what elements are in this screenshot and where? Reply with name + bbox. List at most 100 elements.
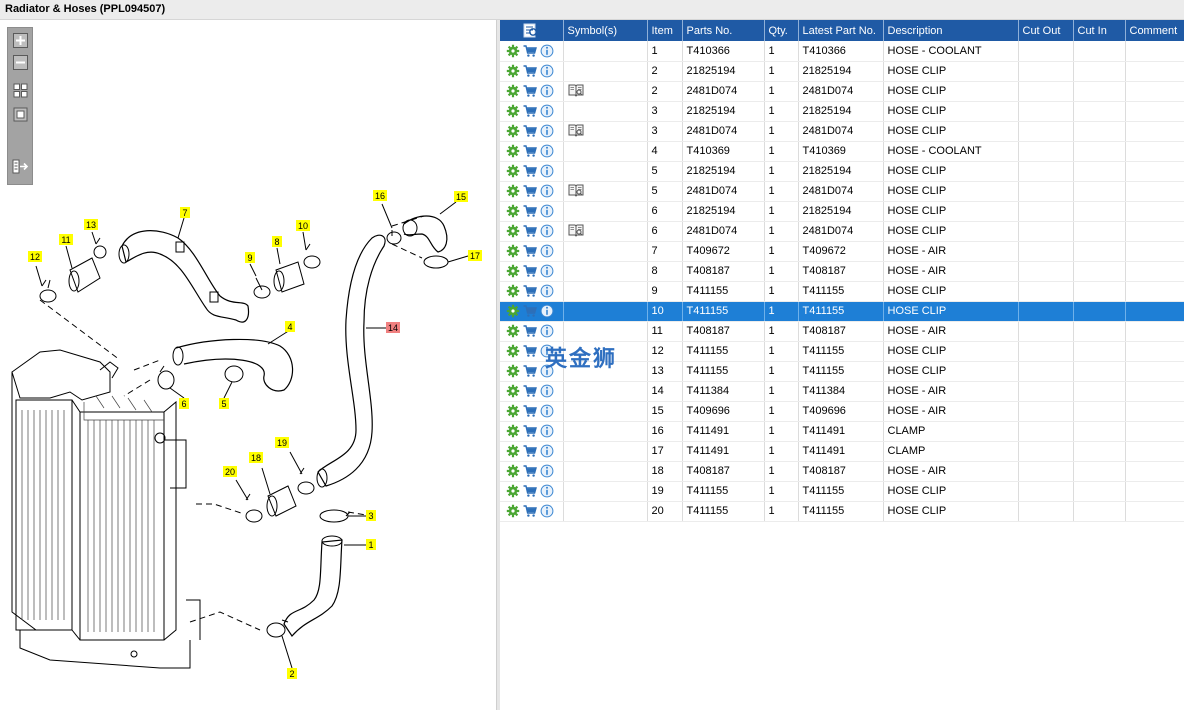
book-icon[interactable] — [568, 183, 584, 197]
callout-15[interactable]: 15 — [439, 191, 468, 215]
gear-icon[interactable] — [506, 324, 520, 338]
cart-icon[interactable] — [523, 464, 537, 478]
cart-icon[interactable] — [523, 504, 537, 518]
gear-icon[interactable] — [506, 304, 520, 318]
gear-icon[interactable] — [506, 84, 520, 98]
gear-icon[interactable] — [506, 344, 520, 358]
gear-icon[interactable] — [506, 504, 520, 518]
callout-10[interactable]: 10 — [296, 220, 310, 251]
cart-icon[interactable] — [523, 224, 537, 238]
column-latest-part-no[interactable]: Latest Part No. — [798, 20, 884, 41]
cart-icon[interactable] — [523, 44, 537, 58]
callout-19[interactable]: 19 — [275, 437, 303, 475]
gear-icon[interactable] — [506, 404, 520, 418]
gear-icon[interactable] — [506, 364, 520, 378]
gear-icon[interactable] — [506, 104, 520, 118]
callout-13[interactable]: 13 — [84, 219, 98, 245]
info-icon[interactable] — [540, 504, 554, 518]
column-cut-in[interactable]: Cut In — [1073, 20, 1126, 41]
cart-icon[interactable] — [523, 324, 537, 338]
gear-icon[interactable] — [506, 204, 520, 218]
callout-6[interactable]: 6 — [169, 387, 189, 409]
callout-1[interactable]: 1 — [344, 539, 376, 550]
info-icon[interactable] — [540, 204, 554, 218]
search-list-icon[interactable] — [523, 23, 539, 38]
info-icon[interactable] — [540, 444, 554, 458]
info-icon[interactable] — [540, 124, 554, 138]
export-button[interactable] — [12, 158, 29, 175]
cart-icon[interactable] — [523, 144, 537, 158]
column-comment[interactable]: Comment — [1125, 20, 1184, 41]
cart-icon[interactable] — [523, 364, 537, 378]
column-description[interactable]: Description — [883, 20, 1019, 41]
info-icon[interactable] — [540, 64, 554, 78]
cart-icon[interactable] — [523, 424, 537, 438]
info-icon[interactable] — [540, 464, 554, 478]
fit-all-button[interactable] — [12, 82, 29, 99]
cart-icon[interactable] — [523, 184, 537, 198]
callout-7[interactable]: 7 — [177, 207, 190, 239]
info-icon[interactable] — [540, 304, 554, 318]
gear-icon[interactable] — [506, 224, 520, 238]
callout-8[interactable]: 8 — [272, 236, 282, 265]
info-icon[interactable] — [540, 404, 554, 418]
info-icon[interactable] — [540, 324, 554, 338]
cart-icon[interactable] — [523, 244, 537, 258]
pane-splitter[interactable] — [496, 20, 500, 710]
info-icon[interactable] — [540, 244, 554, 258]
gear-icon[interactable] — [506, 44, 520, 58]
callout-4[interactable]: 4 — [267, 321, 295, 345]
gear-icon[interactable] — [506, 144, 520, 158]
info-icon[interactable] — [540, 224, 554, 238]
cart-icon[interactable] — [523, 264, 537, 278]
info-icon[interactable] — [540, 84, 554, 98]
cart-icon[interactable] — [523, 204, 537, 218]
callout-11[interactable]: 11 — [59, 234, 73, 269]
callout-20[interactable]: 20 — [223, 466, 249, 501]
callout-16[interactable]: 16 — [373, 190, 393, 229]
zoom-out-button[interactable] — [12, 54, 29, 71]
cart-icon[interactable] — [523, 344, 537, 358]
cart-icon[interactable] — [523, 124, 537, 138]
callout-5[interactable]: 5 — [219, 381, 233, 409]
gear-icon[interactable] — [506, 484, 520, 498]
info-icon[interactable] — [540, 164, 554, 178]
actual-size-button[interactable] — [12, 106, 29, 123]
book-icon[interactable] — [568, 83, 584, 97]
cart-icon[interactable] — [523, 484, 537, 498]
info-icon[interactable] — [540, 184, 554, 198]
info-icon[interactable] — [540, 424, 554, 438]
exploded-diagram[interactable]: 1 2 3 4 5 6 7 8 9 10 11 12 13 14 15 16 1… — [0, 20, 496, 710]
zoom-in-button[interactable] — [12, 32, 29, 49]
callout-2[interactable]: 2 — [281, 635, 297, 679]
book-icon[interactable] — [568, 123, 584, 137]
callout-3[interactable]: 3 — [348, 510, 376, 521]
column-actions[interactable] — [500, 20, 564, 41]
gear-icon[interactable] — [506, 464, 520, 478]
column-parts-no[interactable]: Parts No. — [682, 20, 765, 41]
cart-icon[interactable] — [523, 284, 537, 298]
column-qty[interactable]: Qty. — [764, 20, 799, 41]
callout-9[interactable]: 9 — [245, 252, 257, 277]
info-icon[interactable] — [540, 364, 554, 378]
callout-14[interactable]: 14 — [366, 322, 400, 333]
gear-icon[interactable] — [506, 264, 520, 278]
cart-icon[interactable] — [523, 404, 537, 418]
